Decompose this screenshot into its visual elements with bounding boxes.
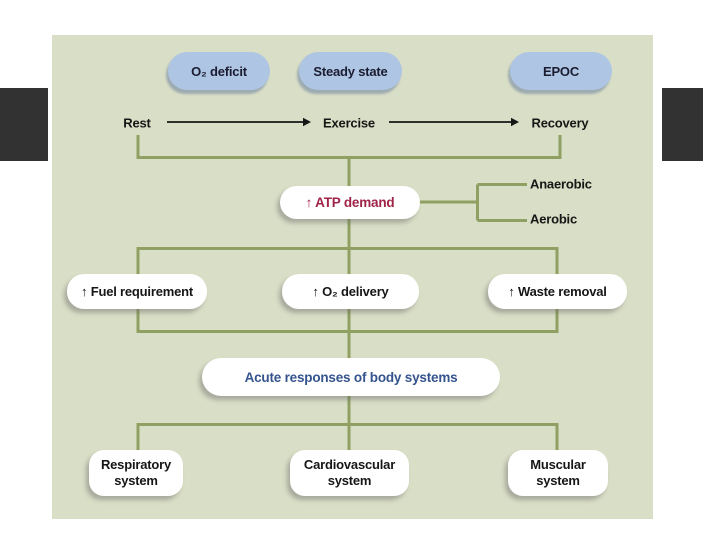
- pill-o2-delivery-label: ↑ O₂ delivery: [312, 284, 389, 299]
- arrow-rest-to-exercise-icon: [167, 117, 311, 127]
- pathway-label-anaerobic: Anaerobic: [530, 176, 592, 192]
- box-muscular-line2: system: [536, 473, 580, 488]
- box-cardiovascular-line2: system: [327, 473, 372, 488]
- box-respiratory-system: Respiratory system: [89, 450, 183, 496]
- box-respiratory-line2: system: [114, 473, 158, 488]
- pill-waste-removal-label: ↑ Waste removal: [508, 284, 607, 299]
- box-muscular-system: Muscular system: [508, 450, 608, 496]
- pill-epoc-label: EPOC: [542, 63, 580, 79]
- box-respiratory-line1: Respiratory: [100, 457, 172, 472]
- pill-acute-responses: Acute responses of body systems: [202, 358, 500, 396]
- pill-steady-state: Steady state: [299, 52, 402, 90]
- pill-steady-state-label: Steady state: [313, 63, 388, 79]
- pill-epoc: EPOC: [510, 52, 612, 90]
- box-muscular-line1: Muscular: [530, 457, 586, 472]
- arrow-exercise-to-recovery-icon: [389, 117, 519, 127]
- pill-atp-demand-label: ↑ ATP demand: [305, 195, 395, 210]
- box-cardiovascular-line1: Cardiovascular: [303, 457, 396, 472]
- pill-acute-responses-label: Acute responses of body systems: [244, 369, 458, 385]
- pill-waste-removal: ↑ Waste removal: [488, 274, 627, 309]
- right-side-bar: [662, 88, 703, 161]
- pill-fuel-requirement-label: ↑ Fuel requirement: [81, 284, 193, 299]
- left-side-bar: [0, 88, 48, 161]
- pill-o2-deficit: O₂ deficit: [168, 52, 270, 90]
- pill-o2-delivery: ↑ O₂ delivery: [282, 274, 419, 309]
- pill-fuel-requirement: ↑ Fuel requirement: [67, 274, 207, 309]
- timeline-label-rest: Rest: [123, 115, 151, 131]
- pill-atp-demand: ↑ ATP demand: [280, 186, 420, 219]
- timeline-label-exercise: Exercise: [323, 115, 375, 131]
- pill-o2-deficit-label: O₂ deficit: [191, 63, 247, 79]
- pathway-label-aerobic: Aerobic: [530, 211, 578, 227]
- timeline-label-recovery: Recovery: [531, 115, 589, 131]
- box-cardiovascular-system: Cardiovascular system: [290, 450, 409, 496]
